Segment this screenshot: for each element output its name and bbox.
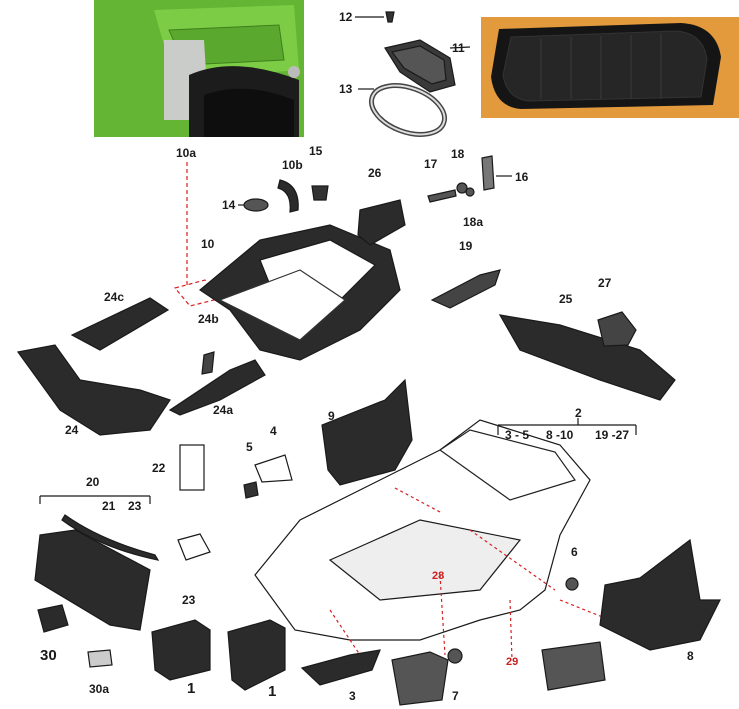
part-12 xyxy=(385,11,395,23)
label-23: 23 xyxy=(182,593,196,607)
label-8: 8 xyxy=(687,649,694,663)
part-3 xyxy=(300,649,381,686)
part-16 xyxy=(481,155,495,191)
label-25: 25 xyxy=(559,292,573,306)
label-26: 26 xyxy=(368,166,382,180)
label-30: 30 xyxy=(40,647,57,664)
part-18 xyxy=(456,182,468,194)
part-14 xyxy=(243,198,269,212)
part-6 xyxy=(565,577,579,591)
part-21 xyxy=(61,514,160,561)
part-23 xyxy=(177,533,211,561)
part-27 xyxy=(597,311,637,347)
label-19: 19 xyxy=(459,239,473,253)
part-24a xyxy=(168,359,266,416)
label-30a: 30a xyxy=(89,682,110,696)
part-17 xyxy=(427,189,457,203)
label-3: 3 xyxy=(349,689,356,703)
label-4: 4 xyxy=(270,424,277,438)
label-9: 9 xyxy=(328,409,335,423)
part-24c xyxy=(70,297,170,351)
label-10a: 10a xyxy=(176,146,197,160)
label-8-10: 8 -10 xyxy=(546,428,574,442)
label-5: 5 xyxy=(246,440,253,454)
part-19 xyxy=(430,269,501,309)
part-30a xyxy=(87,649,113,668)
label-24: 24 xyxy=(65,423,79,437)
label-23-top: 23 xyxy=(128,499,142,513)
part-7 xyxy=(447,648,463,664)
part-30 xyxy=(37,604,69,633)
part-9 xyxy=(321,378,413,486)
part-1a xyxy=(151,619,211,681)
label-10: 10 xyxy=(201,237,215,251)
label-3-5: 3 - 5 xyxy=(505,428,530,442)
label-22: 22 xyxy=(152,461,166,475)
part-20 xyxy=(34,529,151,631)
part-1b xyxy=(227,619,286,691)
part-8 xyxy=(599,538,721,651)
label-29: 29 xyxy=(506,656,519,668)
part-15 xyxy=(311,185,329,201)
label-1b: 1 xyxy=(268,683,277,700)
part-28-piece xyxy=(391,651,449,706)
part-24b xyxy=(201,351,215,375)
label-7: 7 xyxy=(452,689,459,703)
photo-trunk-mat-orange xyxy=(481,17,739,118)
label-27: 27 xyxy=(598,276,612,290)
label-11: 11 xyxy=(452,41,465,55)
label-16: 16 xyxy=(515,170,529,184)
label-18a: 18a xyxy=(463,215,484,229)
label-13: 13 xyxy=(339,82,353,96)
part-25 xyxy=(498,314,676,401)
label-24b: 24b xyxy=(198,312,219,326)
photo-front-trunk-green xyxy=(94,0,304,137)
label-24a: 24a xyxy=(213,403,234,417)
label-21: 21 xyxy=(102,499,116,513)
part-5 xyxy=(243,481,259,499)
label-1a: 1 xyxy=(187,680,196,697)
part-10b xyxy=(277,179,299,213)
label-6: 6 xyxy=(571,545,578,559)
label-24c: 24c xyxy=(104,290,125,304)
label-15: 15 xyxy=(309,144,323,158)
label-19-27: 19 -27 xyxy=(595,428,630,442)
label-14: 14 xyxy=(222,198,236,212)
label-17: 17 xyxy=(424,157,438,171)
label-28: 28 xyxy=(432,570,445,582)
label-18: 18 xyxy=(451,147,465,161)
label-20: 20 xyxy=(86,475,100,489)
label-12: 12 xyxy=(339,10,353,24)
label-2: 2 xyxy=(575,406,582,420)
part-4 xyxy=(254,454,293,483)
label-10b: 10b xyxy=(282,158,303,172)
part-26 xyxy=(357,199,406,246)
part-29-piece xyxy=(541,641,606,691)
part-22 xyxy=(179,444,205,491)
part-24 xyxy=(16,344,171,436)
